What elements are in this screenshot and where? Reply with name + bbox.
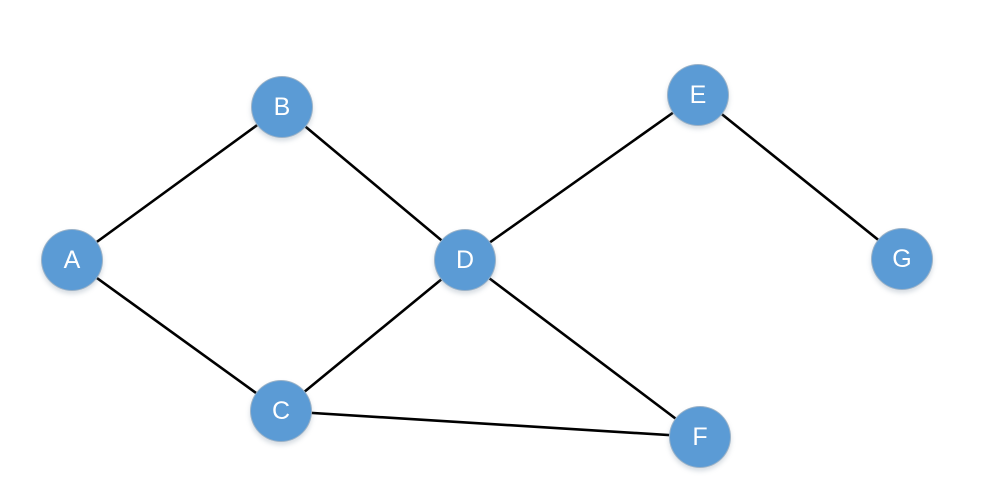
node-label: F	[692, 422, 708, 451]
node-label: G	[892, 244, 912, 273]
node-B[interactable]: B	[251, 76, 313, 138]
edge-E-G	[696, 93, 904, 261]
node-label: C	[271, 396, 291, 425]
edge-D-F	[463, 258, 702, 439]
edge-C-D	[279, 258, 467, 413]
node-F[interactable]: F	[669, 406, 731, 468]
edge-D-E	[463, 93, 700, 262]
node-C[interactable]: C	[250, 380, 312, 442]
edge-A-C	[70, 258, 283, 413]
node-label: B	[273, 92, 291, 121]
edge-A-B	[70, 105, 284, 262]
node-label: A	[63, 245, 81, 274]
node-E[interactable]: E	[667, 64, 729, 126]
node-D[interactable]: D	[434, 229, 496, 291]
node-label: E	[689, 80, 707, 109]
node-A[interactable]: A	[41, 229, 103, 291]
node-label: D	[455, 245, 475, 274]
edge-B-D	[280, 105, 467, 262]
edge-C-F	[279, 409, 702, 439]
node-G[interactable]: G	[871, 228, 933, 290]
